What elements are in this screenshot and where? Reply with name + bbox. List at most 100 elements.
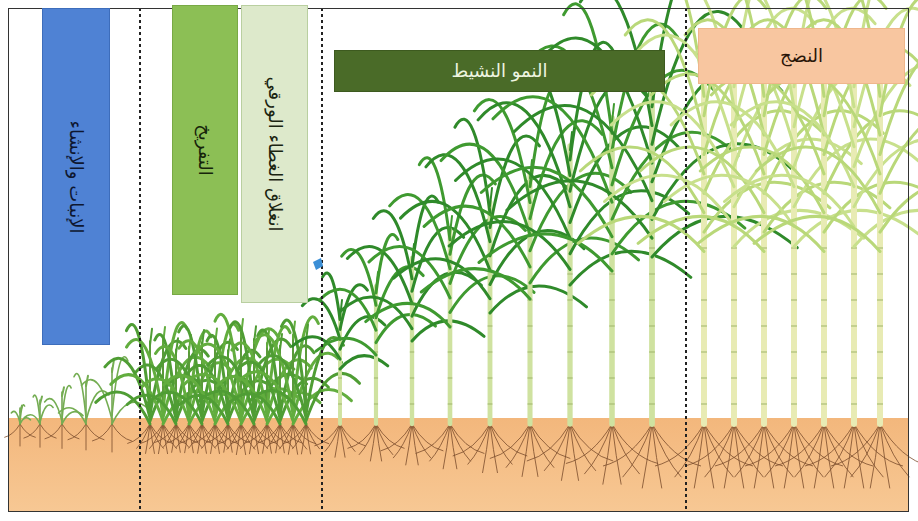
cane-leaf [369,247,450,298]
stalk-node [761,404,767,405]
plant-root [381,424,412,451]
cane-leaf [20,406,22,412]
cane-leaf [59,408,87,424]
stalk-node [338,378,342,379]
plant-root [603,424,652,466]
cane-leaf [176,338,178,353]
cane-leaf [651,74,764,174]
cane-leaf [11,411,20,422]
cane-leaf [767,74,880,174]
stalk-node [851,378,857,379]
plant-root [359,424,376,455]
plant-root [241,424,246,455]
plant-root [393,424,412,458]
stalk-node [731,274,737,275]
plant-root [443,424,450,469]
stalk-node [649,274,655,275]
plant-root [306,424,311,454]
cane-leaf [33,395,40,420]
cane-leaf [490,188,492,206]
plant-root [775,424,824,466]
cane-leaf [20,405,25,422]
plant-root [734,424,783,466]
plant-root [765,424,794,477]
stage-label: النضج [780,44,823,67]
plant-root [825,424,854,477]
cane-leaf [347,246,412,303]
stalk-node [761,326,767,327]
stalk-node [761,300,767,301]
stalk-node [851,274,857,275]
cane-leaf [316,338,376,355]
plant-root [566,424,612,464]
plant-root [376,424,382,461]
cane-leaf [638,216,764,251]
plant-root [40,424,41,448]
cane-leaf [112,357,128,416]
plant-root [642,424,652,488]
plant-root [406,424,412,465]
stalk-node [851,352,857,353]
plant-root [652,424,701,466]
stage-label: الإنبات والإنشاء [64,120,87,233]
cane-leaf [421,269,530,299]
cane-leaf [156,347,190,416]
plant-root [851,424,880,477]
plant-root [20,424,36,437]
cane-leaf [450,216,452,234]
plant-root [745,424,794,466]
plant-root [612,424,621,485]
stalk-node [488,352,493,353]
stalk-node [877,352,883,353]
cane-leaf [711,74,824,174]
root-group [4,424,918,488]
stalk-node [649,300,655,301]
stalk-node [567,274,572,275]
cane-leaf [754,216,880,251]
plant-root [854,424,864,488]
plant-root [416,424,450,454]
plant-root [724,424,734,488]
stage-band: الإنبات والإنشاء [42,8,110,345]
plant-root [335,424,340,458]
cane-leaf [208,357,254,418]
plant-root [62,424,79,439]
cane-leaf [578,216,704,251]
plant-root [112,424,113,452]
plant-root [814,424,824,488]
cane-leaf [150,329,152,345]
cane-leaf [306,337,344,414]
stalk-node [567,378,572,379]
cane-leaf [20,418,31,424]
stage-label: التفريخ [193,124,216,176]
plant-root [429,424,450,461]
stalk-node [609,352,615,353]
cane-leaf [507,181,652,238]
stalk-node [649,404,655,405]
cane-leaf [340,356,388,369]
plant-root [655,424,704,466]
stalk-node [649,352,655,353]
stage-label: انغلاق الغطاء الورقي [263,77,286,232]
stalk-node [609,300,615,301]
plant-root [340,424,366,446]
cane-leaf [40,405,53,422]
stalk-node [567,300,572,301]
plant-root [20,424,21,446]
stalk-node [821,378,827,379]
plant-root [824,424,873,466]
blue-mark [313,258,323,270]
plant-root [254,424,259,454]
plant-root [831,424,880,466]
plant-root [522,424,530,477]
stalk-node [731,326,737,327]
plant-root [527,424,570,461]
stalk-node [609,378,615,379]
stalk-node [567,326,572,327]
plant-root [675,424,704,477]
stalk-node [701,378,707,379]
stalk-node [448,378,453,379]
cane-leaf [481,167,612,236]
stalk-node [567,352,572,353]
plant-root [506,424,530,468]
